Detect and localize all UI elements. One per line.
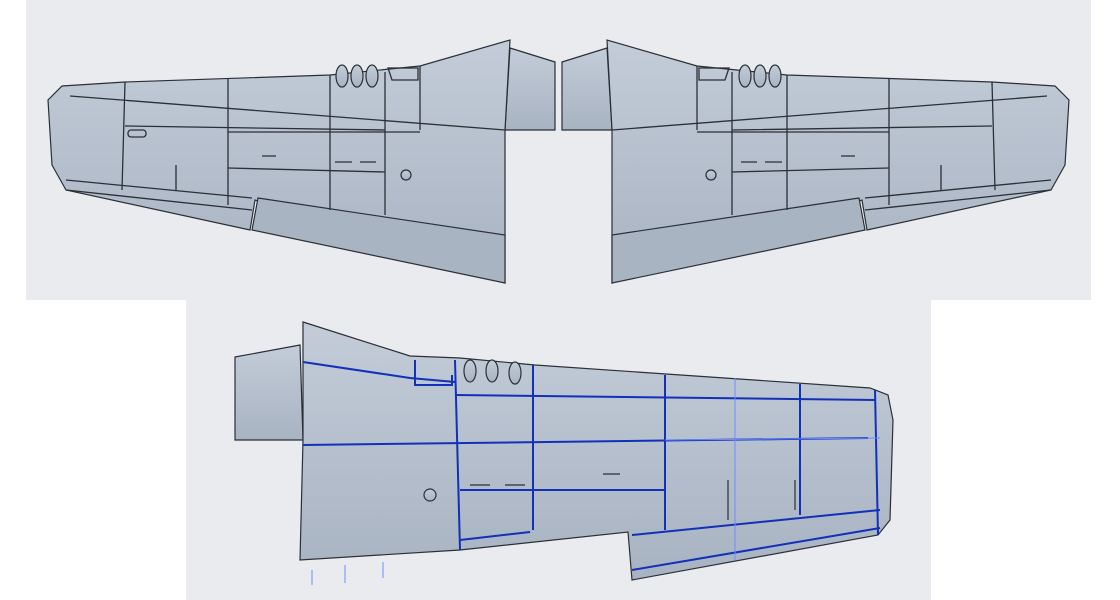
left-wing-fuel-cap [400,169,412,181]
right-wing-fairing [561,47,613,131]
right-wing-panel-lines [611,66,1052,215]
layout-wing-fuel-cap [423,488,437,502]
left-wing-panel-lines [65,66,506,215]
layout-wing-access-slots [470,473,796,520]
layout-wing-fairing [234,344,304,441]
left-wing-exhaust-stacks [335,64,379,88]
layout-wing-body [299,321,894,581]
right-wing-flap [611,197,866,284]
right-wing-exhaust-stacks [738,64,782,88]
layout-wing-construction-lines [311,378,881,585]
left-wing-model[interactable] [47,39,556,284]
layout-wing-exhaust-stacks [463,359,522,385]
layout-wing-highlighted-panel-lines [302,359,881,571]
right-wing-fuel-cap [705,169,717,181]
right-wing-model[interactable] [561,39,1070,284]
panel-layout-wing-model[interactable] [234,321,894,585]
left-wing-fairing [504,47,556,131]
left-wing-flap [251,197,506,284]
